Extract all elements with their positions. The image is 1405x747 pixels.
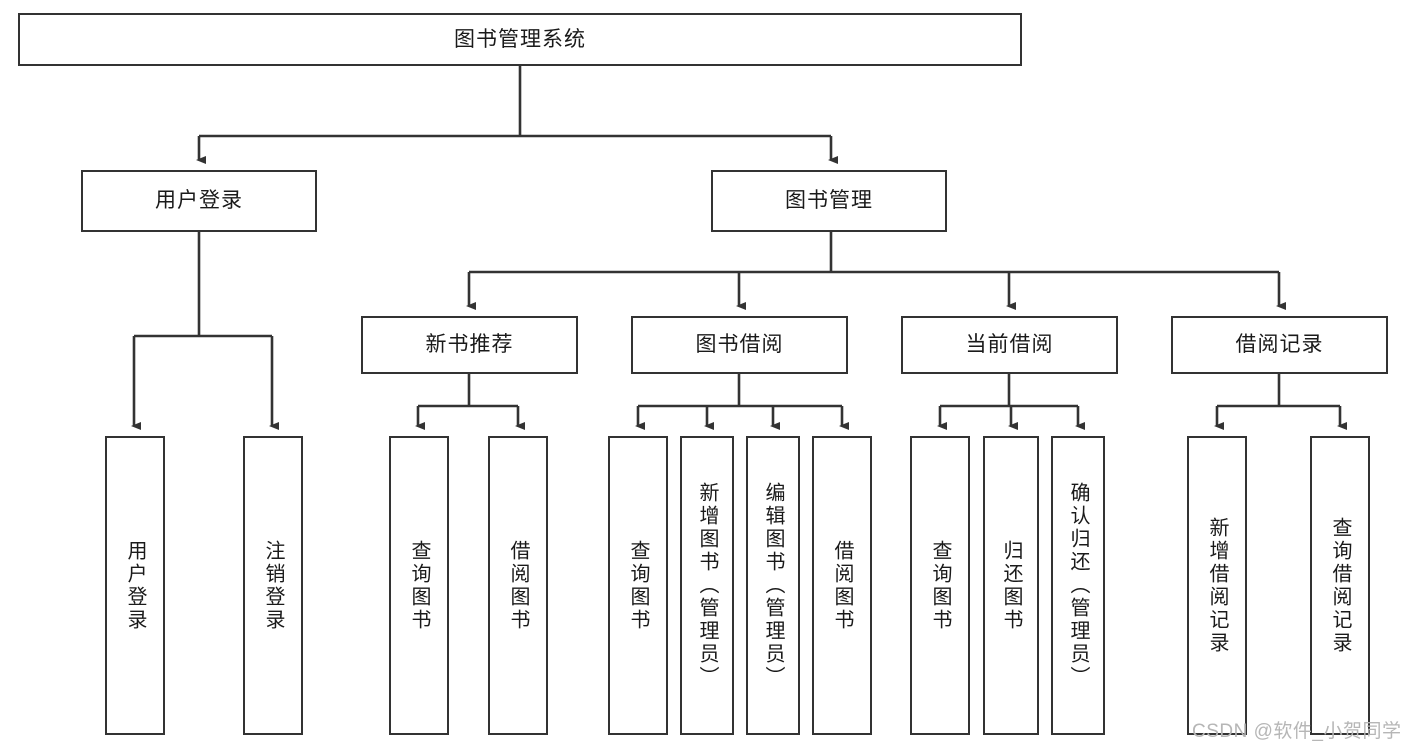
- node-label: 当前借阅: [965, 333, 1054, 357]
- node-label: 图书管理系统: [454, 27, 586, 51]
- edge-book-mgmt-to-level3: [466, 232, 1286, 310]
- leaf-confirm-return-admin[interactable]: 确认归还（管理员）: [1051, 436, 1105, 735]
- node-label: 注销登录: [262, 539, 284, 632]
- node-book-management[interactable]: 图书管理: [711, 170, 947, 232]
- node-label: 新增图书（管理员）: [696, 482, 718, 689]
- edge-root-to-level2: [196, 66, 838, 164]
- node-label: 查询图书: [408, 539, 430, 632]
- edge-user-login-to-leaves: [131, 232, 279, 430]
- node-label: 查询图书: [929, 539, 951, 632]
- leaf-add-book-admin[interactable]: 新增图书（管理员）: [680, 436, 734, 735]
- node-borrow-records[interactable]: 借阅记录: [1171, 316, 1388, 374]
- leaf-query-books-new[interactable]: 查询图书: [389, 436, 449, 735]
- leaf-logout[interactable]: 注销登录: [243, 436, 303, 735]
- leaf-return-book[interactable]: 归还图书: [983, 436, 1039, 735]
- node-label: 图书借阅: [695, 333, 784, 357]
- leaf-user-login[interactable]: 用户登录: [105, 436, 165, 735]
- leaf-edit-book-admin[interactable]: 编辑图书（管理员）: [746, 436, 800, 735]
- edge-records-to-leaves: [1214, 374, 1347, 430]
- node-label: 编辑图书（管理员）: [762, 482, 784, 689]
- node-current-borrow[interactable]: 当前借阅: [901, 316, 1118, 374]
- leaf-query-borrow-record[interactable]: 查询借阅记录: [1310, 436, 1370, 735]
- node-label: 用户登录: [155, 189, 243, 213]
- node-label: 查询图书: [627, 539, 649, 632]
- edge-borrow-to-leaves: [635, 374, 849, 430]
- leaf-query-books-current[interactable]: 查询图书: [910, 436, 970, 735]
- node-label: 借阅图书: [507, 539, 529, 632]
- leaf-add-borrow-record[interactable]: 新增借阅记录: [1187, 436, 1247, 735]
- node-user-login[interactable]: 用户登录: [81, 170, 317, 232]
- csdn-watermark: CSDN @软件_小贺同学: [1192, 721, 1402, 742]
- node-label: 用户登录: [124, 539, 146, 632]
- node-label: 借阅记录: [1235, 333, 1324, 357]
- node-label: 确认归还（管理员）: [1067, 482, 1089, 689]
- node-label: 归还图书: [1000, 539, 1022, 632]
- node-label: 借阅图书: [831, 539, 853, 632]
- leaf-borrow-books-new[interactable]: 借阅图书: [488, 436, 548, 735]
- node-new-book-recommend[interactable]: 新书推荐: [361, 316, 578, 374]
- edge-current-borrow-to-leaves: [937, 374, 1085, 430]
- node-label: 新增借阅记录: [1206, 516, 1228, 655]
- node-label: 图书管理: [785, 189, 873, 213]
- edge-new-books-to-leaves: [415, 374, 525, 430]
- node-label: 查询借阅记录: [1329, 516, 1351, 655]
- leaf-query-books-borrow[interactable]: 查询图书: [608, 436, 668, 735]
- node-root-system[interactable]: 图书管理系统: [18, 13, 1022, 66]
- leaf-borrow-book[interactable]: 借阅图书: [812, 436, 872, 735]
- node-book-borrow[interactable]: 图书借阅: [631, 316, 848, 374]
- node-label: 新书推荐: [425, 333, 514, 357]
